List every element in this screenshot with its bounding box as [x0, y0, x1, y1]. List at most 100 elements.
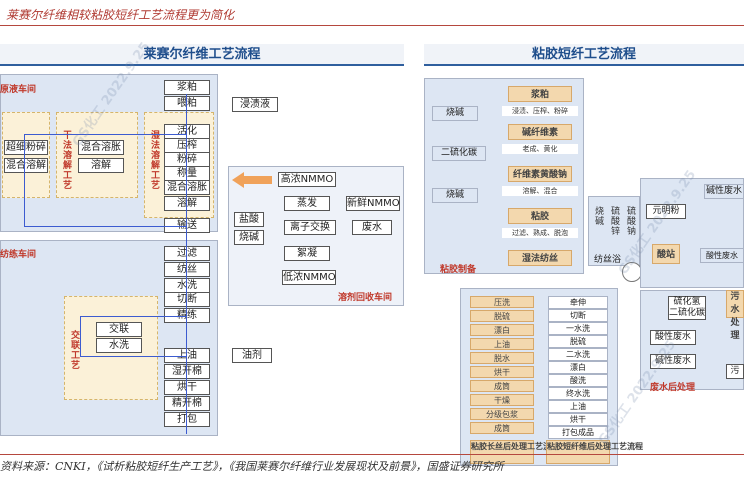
acid-station: 酸站: [652, 244, 680, 264]
recovery-waste: 废水: [352, 220, 392, 235]
lyocell-step-2: 喂粕: [164, 96, 210, 111]
staple-step-11: 打包成品: [548, 426, 608, 439]
lyocell-step-10: 过滤: [164, 246, 210, 261]
viscose-step-4: 粘胶: [508, 208, 572, 224]
recovery-arrow-icon: [232, 172, 272, 188]
lyocell-step-4: 压榨: [164, 138, 210, 153]
main-connector: [186, 94, 187, 434]
spin-zone-label: 纺练车间: [0, 250, 37, 260]
lyocell-step-1: 浆粕: [164, 80, 210, 95]
long-step-3: 漂白: [470, 324, 534, 336]
acid-waste-1: 酸性废水: [700, 248, 744, 263]
lyocell-step-18: 精开棉: [164, 396, 210, 411]
input-1: 烧碱: [432, 106, 478, 121]
viscose-step-sub-1: 浸渍、压榨、粉碎: [502, 106, 578, 116]
staple-step-8: 终水洗: [548, 387, 608, 400]
sewage-2: 污: [726, 364, 744, 379]
lyocell-step-16: 湿开棉: [164, 364, 210, 379]
viscose-step-2: 碱纤维素: [508, 124, 572, 140]
bath-label: 纺丝浴: [594, 255, 622, 265]
recovery-ion: 离子交换: [284, 220, 336, 235]
staple-step-2: 切断: [548, 309, 608, 322]
long-step-8: 干燥: [470, 394, 534, 406]
lyocell-panel-title: 莱赛尔纤维工艺流程: [0, 44, 404, 66]
viscose-panel-title: 粘胶短纤工艺流程: [424, 44, 744, 66]
viscose-step-1: 浆粕: [508, 86, 572, 102]
mid-step-1: 混合溶胀: [78, 140, 124, 155]
dry-step-1: 超细粉碎: [4, 140, 48, 155]
recovery-acid: 盐酸: [234, 212, 264, 227]
long-step-1: 压洗: [470, 296, 534, 308]
cross-top: [80, 316, 186, 317]
cross-connector: [80, 316, 81, 356]
crosslink-step-2: 水洗: [96, 338, 142, 353]
lyocell-step-14: 精练: [164, 308, 210, 323]
viscose-prep-label: 粘胶制备: [440, 265, 477, 275]
bottom-connector: [24, 226, 186, 227]
lyocell-step-17: 烘干: [164, 380, 210, 395]
recovery-new: 新鲜NMMO: [346, 196, 400, 211]
staple-process-label: 粘胶短纤维后处理工艺流程: [546, 440, 643, 464]
recovery-floc: 絮凝: [284, 246, 330, 261]
long-process-label: 粘胶长丝后处理工艺流程: [470, 440, 559, 464]
long-step-2: 脱硫: [470, 310, 534, 322]
acid-waste-2: 酸性废水: [650, 330, 696, 345]
lyocell-step-8: 溶解: [164, 196, 210, 211]
metabisulfite: 元明粉: [646, 204, 686, 219]
waste-alkali-top: 碱性废水: [704, 184, 744, 199]
dissolve-zone-label: 原液车间: [0, 85, 37, 95]
crosslink-step-1: 交联: [96, 322, 142, 337]
lyocell-step-7: 混合溶胀: [164, 180, 210, 195]
bath-zone: [588, 196, 640, 266]
lyocell-step-5: 粉碎: [164, 152, 210, 167]
long-step-6: 烘干: [470, 366, 534, 378]
staple-step-7: 酸洗: [548, 374, 608, 387]
h2s: 硫化氢 二硫化碳: [668, 296, 706, 320]
source-note: 资料来源：CNKI，《试析粘胶短纤生产工艺》，《我国莱赛尔纤维行业发展现状及前景…: [0, 460, 504, 473]
lyocell-step-12: 水洗: [164, 278, 210, 293]
staple-step-4: 脱硫: [548, 335, 608, 348]
dry-subzone: [2, 112, 50, 198]
viscose-step-5: 湿法纺丝: [508, 250, 572, 266]
recovery-evap: 蒸发: [284, 196, 330, 211]
input-2: 二硫化碳: [432, 146, 486, 161]
page-title: 莱赛尔纤维相较粘胶短纤工艺流程更为简化: [6, 8, 235, 22]
left-connector: [24, 134, 25, 226]
dry-process-label: 干法溶解工艺: [61, 130, 71, 190]
long-step-4: 上油: [470, 338, 534, 350]
recovery-alkali: 烧碱: [234, 230, 264, 245]
lyocell-step-6: 称量: [164, 166, 210, 181]
lyocell-step-15: 上油: [164, 348, 210, 363]
dry-step-2: 混合溶解: [4, 158, 48, 173]
recovery-low: 低浓NMMO: [282, 270, 336, 285]
alkali-waste-2: 碱性废水: [650, 354, 696, 369]
cross-bottom: [80, 356, 186, 357]
oil-input: 油剂: [232, 348, 272, 363]
viscose-step-sub-2: 老成、黄化: [502, 144, 578, 154]
page-header: [0, 0, 744, 26]
soak-input: 浸渍液: [232, 97, 278, 112]
lyocell-step-13: 切断: [164, 292, 210, 307]
long-step-7: 成筒: [470, 380, 534, 392]
viscose-step-sub-3: 溶解、混合: [502, 186, 578, 196]
waste-zone-label: 废水后处理: [650, 383, 696, 393]
lyocell-step-3: 活化: [164, 124, 210, 139]
wet-process-label: 湿法溶解工艺: [149, 130, 159, 190]
viscose-step-sub-4: 过滤、熟成、脱泡: [502, 228, 578, 238]
staple-step-6: 漂白: [548, 361, 608, 374]
lyocell-step-11: 纺丝: [164, 262, 210, 277]
input-3: 烧碱: [432, 188, 478, 203]
staple-step-5: 二水洗: [548, 348, 608, 361]
long-step-5: 脱水: [470, 352, 534, 364]
staple-step-9: 上油: [548, 400, 608, 413]
footer-divider: [0, 454, 744, 455]
viscose-step-3: 纤维素黄酸钠: [508, 166, 572, 182]
top-connector: [24, 134, 186, 135]
long-step-10: 成筒: [470, 422, 534, 434]
bath-chem-1: 烧碱: [593, 206, 603, 226]
staple-step-1: 牵伸: [548, 296, 608, 309]
lyocell-step-19: 打包: [164, 412, 210, 427]
bath-chem-3: 硫酸钠: [625, 206, 635, 236]
mid-subzone: [56, 112, 138, 198]
long-step-9: 分级包浆: [470, 408, 534, 420]
